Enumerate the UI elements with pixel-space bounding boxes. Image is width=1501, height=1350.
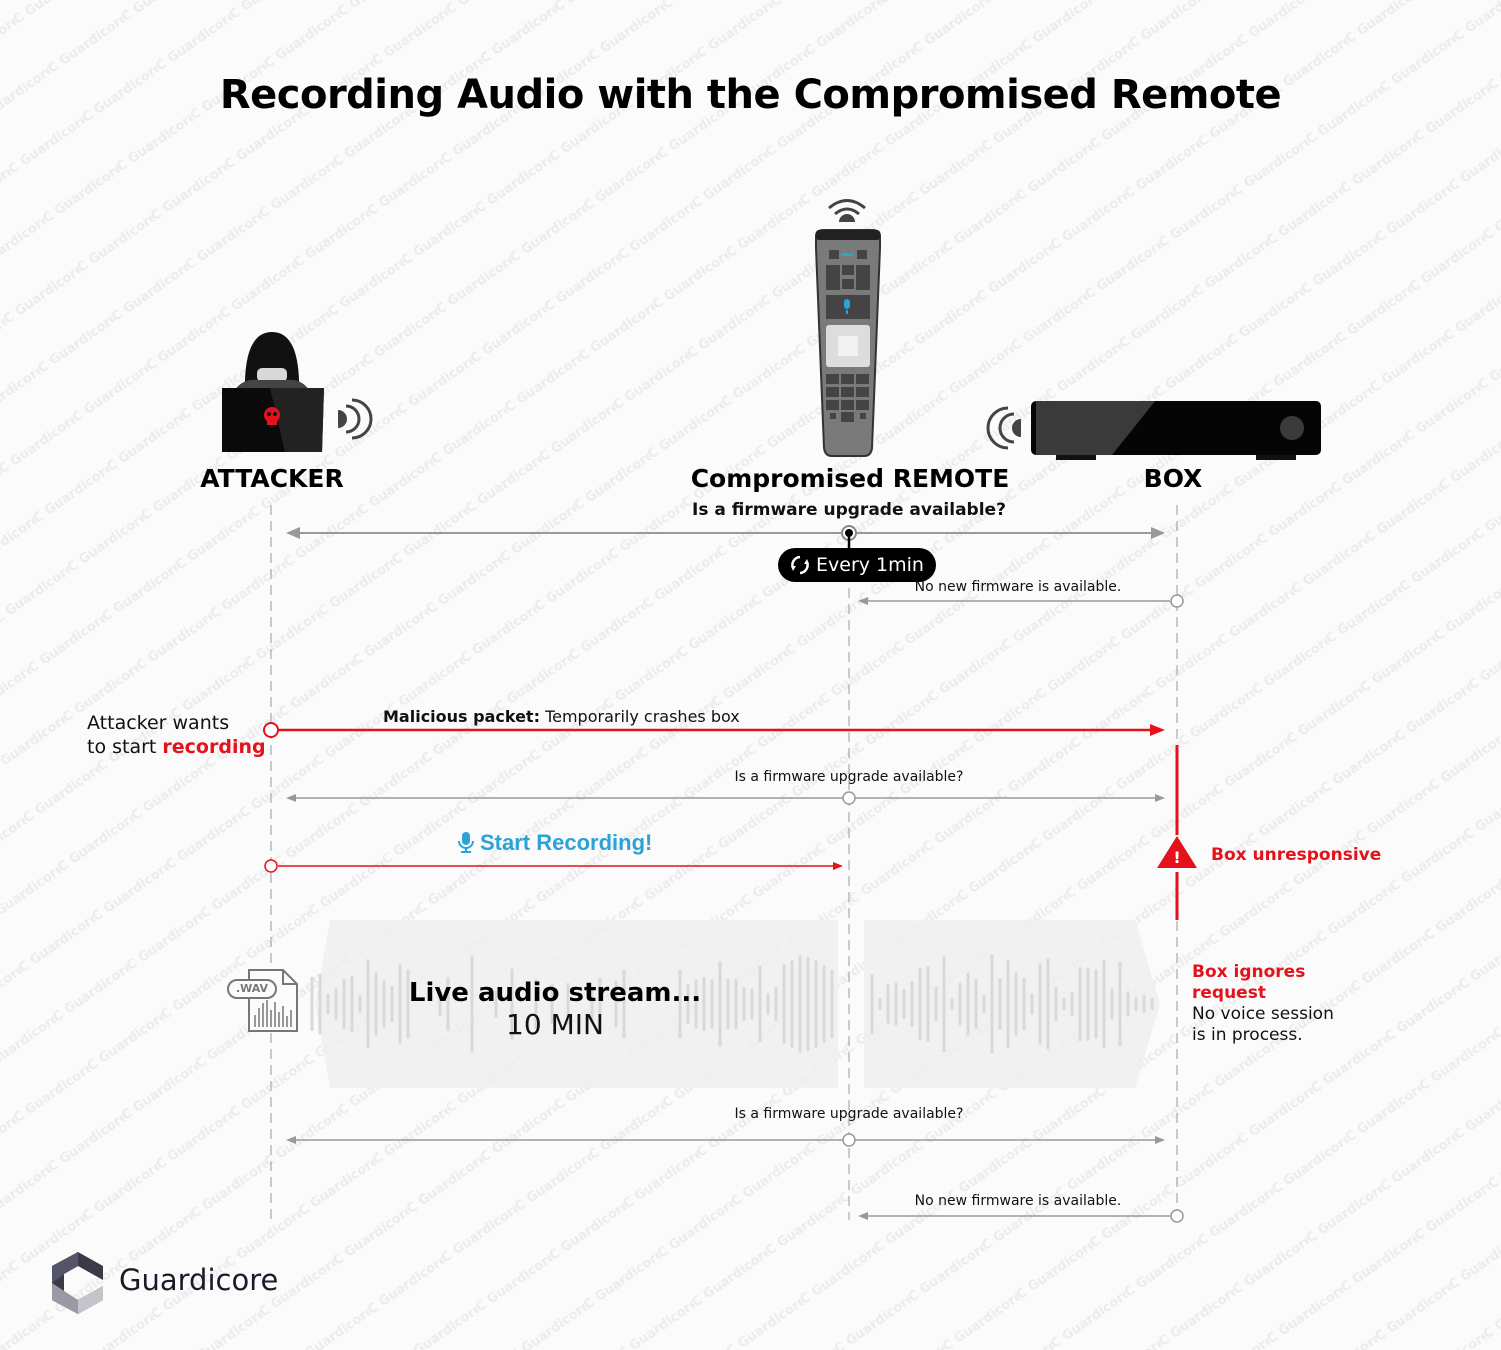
box-ignores-note: Box ignores request No voice session is … (1192, 962, 1334, 1046)
start-recording-label: Start Recording! (458, 830, 652, 856)
warning-icon (1157, 836, 1197, 868)
wav-file-label: .WAV (235, 982, 269, 995)
box-ignores-line1: Box ignores (1192, 962, 1306, 982)
set-top-box-icon (1031, 401, 1321, 460)
malicious-packet-label: Malicious packet: Temporarily crashes bo… (383, 707, 740, 726)
page-title: Recording Audio with the Compromised Rem… (219, 72, 1282, 118)
firmware-reply-label-2: No new firmware is available. (914, 1193, 1122, 1209)
box-unresponsive-bar: ! (1157, 745, 1197, 920)
malicious-packet-arrow (263, 722, 1165, 738)
stream-duration: 10 MIN (506, 1008, 604, 1041)
microphone-icon (458, 832, 474, 853)
attacker-intent-prefix: to start (87, 736, 163, 758)
start-recording-text: Start Recording! (480, 830, 653, 855)
firmware-query-label-1: Is a firmware upgrade available? (692, 500, 1006, 520)
hooded-hacker-laptop-icon (222, 332, 324, 452)
firmware-reply-arrow-2 (858, 1209, 1184, 1223)
tv-remote-icon (815, 199, 881, 457)
attacker-label: ATTACKER (200, 464, 344, 493)
wav-file-icon (227, 969, 298, 1032)
svg-text:!: ! (1173, 848, 1180, 867)
audio-waveform (310, 954, 1154, 1054)
box-signal-waves-icon (986, 406, 1021, 450)
polling-interval-badge: Every 1min (778, 548, 936, 582)
box-ignores-detail2: is in process. (1192, 1025, 1303, 1045)
box-ignores-line2: request (1192, 983, 1266, 1003)
firmware-query-label-2: Is a firmware upgrade available? (734, 769, 964, 785)
box-label: BOX (1143, 464, 1203, 493)
attacker-intent-line1: Attacker wants (87, 712, 230, 734)
polling-interval-text: Every 1min (816, 554, 924, 576)
box-ignores-detail1: No voice session (1192, 1004, 1334, 1024)
start-recording-arrow (264, 859, 843, 873)
firmware-query-label-3: Is a firmware upgrade available? (734, 1106, 964, 1122)
firmware-query-arrow-3 (286, 1133, 1165, 1147)
malicious-packet-label-bold: Malicious packet: (383, 707, 540, 726)
brand-name: Guardicore (119, 1263, 279, 1297)
firmware-reply-arrow-1 (858, 594, 1184, 608)
audio-stream-band (315, 920, 1160, 1088)
refresh-icon (791, 555, 809, 575)
box-unresponsive-label: Box unresponsive (1211, 845, 1382, 865)
firmware-query-arrow-1 (286, 525, 1165, 550)
stream-title: Live audio stream... (408, 978, 702, 1008)
attacker-intent-note: Attacker wants to start recording (87, 711, 266, 759)
firmware-reply-label-1: No new firmware is available. (914, 579, 1122, 595)
malicious-packet-label-rest: Temporarily crashes box (539, 707, 740, 726)
attacker-intent-highlight: recording (162, 736, 266, 758)
remote-label: Compromised REMOTE (690, 464, 1010, 493)
guardicore-logo-icon (52, 1252, 103, 1314)
firmware-query-arrow-2 (286, 791, 1165, 805)
signal-waves-icon (338, 398, 373, 440)
